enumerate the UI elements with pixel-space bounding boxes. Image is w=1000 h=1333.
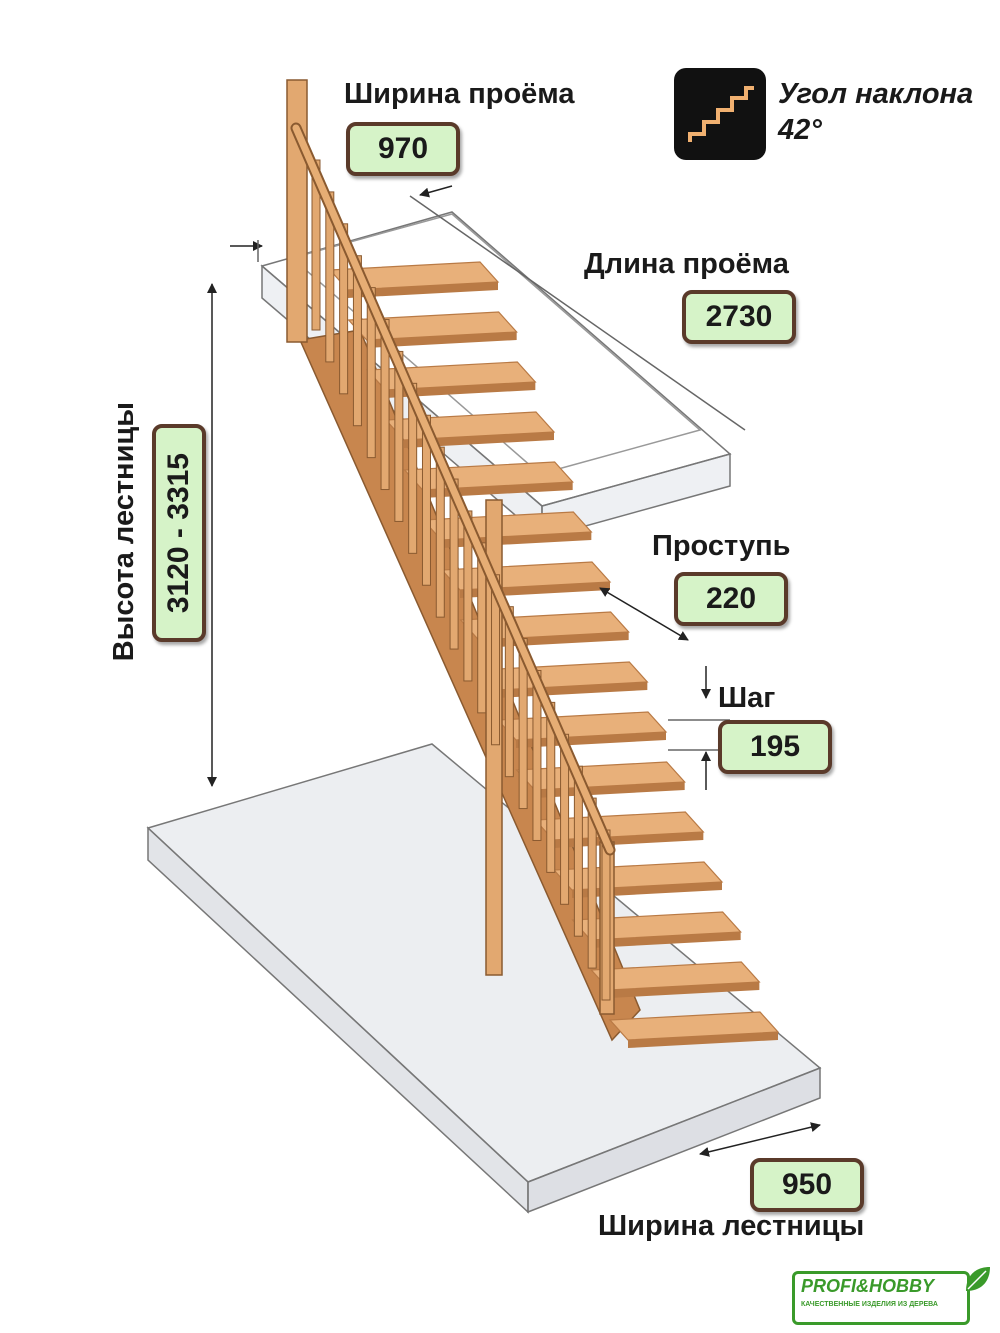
stair-tread-edge: [534, 782, 685, 798]
stair-height-label: Высота лестницы: [108, 402, 140, 662]
step-value: 195: [718, 720, 832, 774]
tread-value: 220: [674, 572, 788, 626]
logo-name: PROFI&HOBBY: [801, 1276, 935, 1296]
baluster: [325, 191, 335, 363]
opening-length-value: 2730: [682, 290, 796, 344]
leaf-icon: [966, 1267, 990, 1291]
baluster: [311, 159, 321, 331]
dimension-lines: [207, 185, 821, 1157]
stair-tread-edge: [348, 282, 498, 298]
incline-label: Угол наклона: [778, 78, 974, 110]
opening-width-value: 970: [346, 122, 460, 176]
stair-tread-edge: [590, 932, 741, 948]
handrail: [290, 122, 616, 856]
stair-tread-edge: [404, 432, 554, 448]
stair-tread-edge: [366, 332, 517, 348]
stairs-icon: [674, 68, 766, 160]
floor-slab: [146, 743, 822, 1214]
brand-logo: PROFI&HOBBY КАЧЕСТВЕННЫЕ ИЗДЕЛИЯ ИЗ ДЕРЕ…: [792, 1265, 994, 1325]
logo-frame: PROFI&HOBBY КАЧЕСТВЕННЫЕ ИЗДЕЛИЯ ИЗ ДЕРЕ…: [792, 1271, 970, 1325]
opening-length-label: Длина проёма: [584, 248, 789, 280]
balusters: [311, 159, 611, 1001]
stair-height-value: 3120 - 3315: [152, 424, 206, 642]
stair-height-value-text: 3120 - 3315: [162, 452, 195, 614]
incline-value: 42°: [778, 114, 822, 146]
stair-tread-edge: [628, 1032, 778, 1048]
opening-width-label: Ширина проёма: [344, 78, 575, 110]
stair-tread: [515, 761, 686, 791]
stair-width-label: Ширина лестницы: [598, 1210, 865, 1242]
logo-tagline: КАЧЕСТВЕННЫЕ ИЗДЕЛИЯ ИЗ ДЕРЕВА: [801, 1301, 938, 1308]
baluster: [601, 829, 611, 1001]
tread-label: Проступь: [652, 530, 791, 562]
stair-width-value: 950: [750, 1158, 864, 1212]
stair-tread-edge: [609, 982, 760, 998]
stair-tread-edge: [385, 382, 536, 398]
step-label: Шаг: [718, 682, 776, 714]
